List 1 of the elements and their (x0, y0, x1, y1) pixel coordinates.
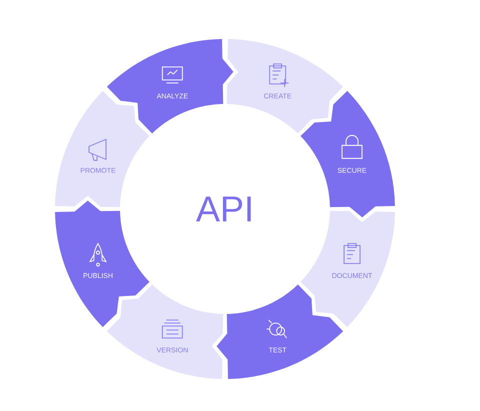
center-title: API (196, 196, 251, 222)
